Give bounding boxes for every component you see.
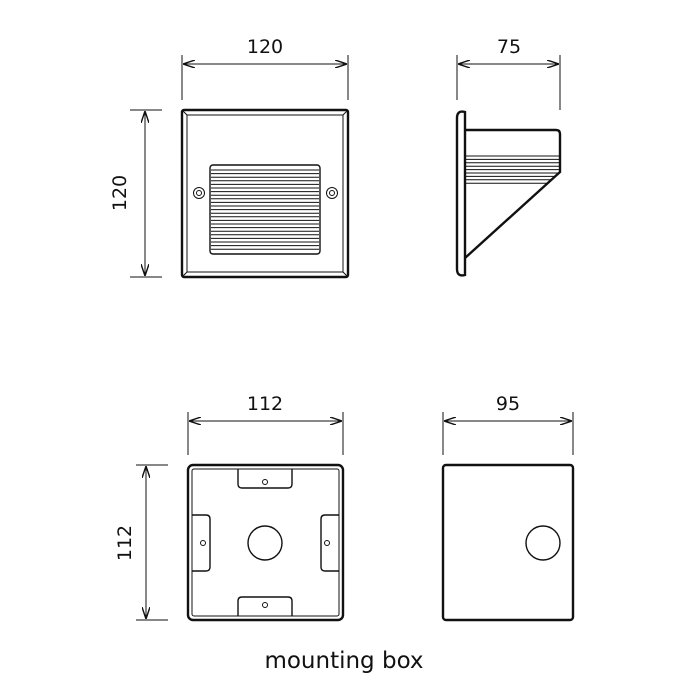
luminaire-side-view: [455, 110, 562, 277]
cable-entry-hole: [525, 525, 561, 561]
dimension-label: 120: [247, 36, 283, 58]
dimension-box-width: 112: [187, 393, 344, 455]
louver-grille: [211, 169, 319, 250]
cable-entry-hole: [247, 525, 283, 561]
dimension-luminaire-depth: 75: [456, 36, 561, 110]
dimension-luminaire-height: 120: [109, 109, 162, 278]
screw-icon: [326, 187, 338, 199]
dimension-box-depth: 95: [442, 393, 574, 455]
dimension-label: 112: [114, 525, 136, 561]
luminaire-front-view: [180, 108, 350, 279]
dimension-label: 112: [247, 393, 283, 415]
caption: mounting box: [264, 648, 423, 674]
dimension-label: 75: [497, 36, 521, 58]
dimension-label: 120: [109, 175, 131, 211]
dimension-luminaire-width: 120: [181, 36, 349, 100]
mounting-box-side-view: [441, 463, 575, 622]
screw-icon: [193, 187, 205, 199]
mounting-box-front-view: [186, 463, 345, 622]
dimension-label: 95: [496, 393, 520, 415]
dimension-box-height: 112: [114, 464, 168, 621]
